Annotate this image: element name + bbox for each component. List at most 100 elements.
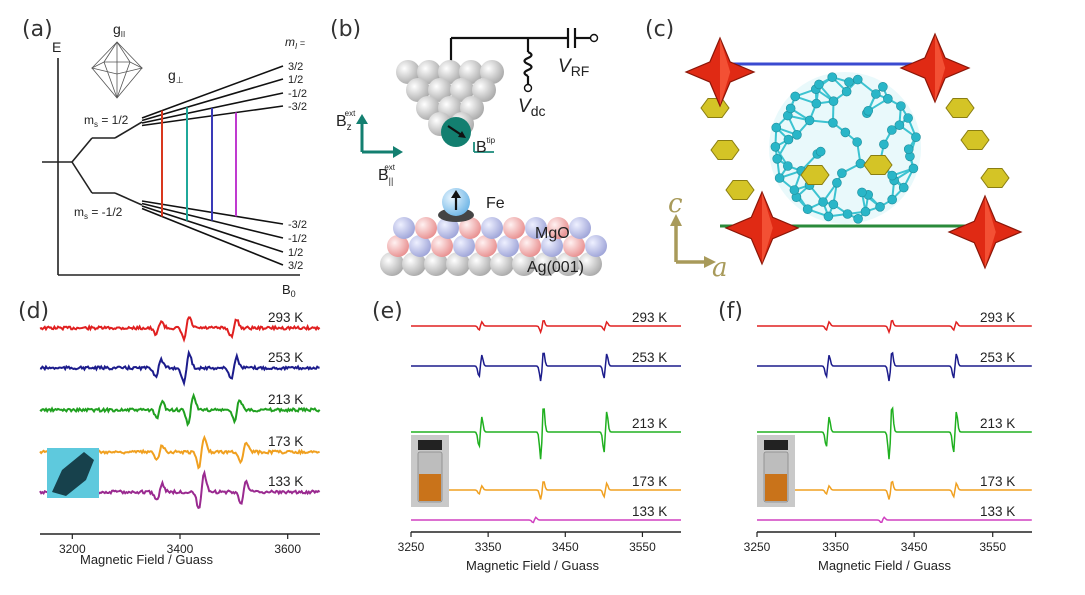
ag-atom [490,252,514,276]
mgo-atom [387,235,409,257]
upper-mi-labels: 3/21/2-1/2-3/2 [288,61,307,113]
mgo-atom [541,235,563,257]
circuit [449,28,590,84]
cage-atom [875,202,885,212]
upper-mi-value: -1/2 [288,88,307,100]
tip-atom [428,78,452,102]
ligand-hexagon [710,139,740,161]
x-tick-label: 3200 [59,542,86,556]
mgo-atom [547,217,569,239]
cage-atom [790,91,800,102]
ag-atom [556,252,580,276]
ag-label: Ag(001) [527,259,584,276]
cage-atom [837,168,847,178]
panel-c: (c) c a [645,17,1023,283]
cage-atom [814,79,824,90]
mgo-atom [453,235,475,257]
cage-atom [894,120,905,130]
panel-e-label: (e) [372,299,403,324]
ag-atom [468,252,492,276]
chart-f-xlabel: Magnetic Field / Guass [818,558,951,573]
cage-atom [853,214,863,224]
ligand-hexagon [800,164,830,186]
cage-atom [883,94,893,104]
ag-atom [512,252,536,276]
tip-atom [438,60,462,84]
mgo-atom [415,217,437,239]
lower-mi-value: 1/2 [288,247,303,259]
cage-atom [855,158,866,169]
epr-transitions [161,107,237,221]
spectrum-line [39,392,321,428]
cage-atom [804,115,815,126]
mgo-atom [563,235,585,257]
ligand-hexagon [960,129,990,151]
crystal-photo [47,448,99,498]
spectrum-line [411,408,681,460]
series-label: 253 K [632,350,667,365]
g-perp-label: g⊥ [168,67,184,85]
cage-atom [844,77,854,87]
crystal-axes [674,222,708,264]
cage-atom [828,199,839,210]
mgo-atom [437,217,459,239]
bext-axes [360,122,395,154]
cage-atom [802,204,813,214]
mgo-label: MgO [535,225,570,242]
mgo-atom [431,235,453,257]
panel-c-label: (c) [645,17,674,42]
lower-mi-value: -1/2 [288,233,307,245]
x-tick-label: 3400 [167,542,194,556]
cage-atom [840,127,851,138]
tip-atom [480,60,504,84]
cage-atom [841,86,852,97]
spectrum-line [411,481,681,500]
stm-tip [396,60,504,136]
cage-atom [871,89,881,99]
panel-a-label: (a) [22,17,53,42]
cage-atom [818,197,828,207]
spectrum-line [757,351,1032,382]
mgo-atom [519,235,541,257]
cage-atom [863,106,874,116]
cage-atom [908,163,919,174]
cage-atom [852,74,863,85]
c-axis-arrow-icon [670,214,682,226]
x-tick-label: 3550 [629,540,656,554]
cage-atom [852,137,862,147]
series-label: 293 K [632,310,667,325]
ag-atom [578,252,602,276]
cage-atom [887,125,897,135]
chart-e-xlabel: Magnetic Field / Guass [466,558,599,573]
ag-atom [446,252,470,276]
series-label: 173 K [632,474,667,489]
mgo-atom [503,217,525,239]
cage-atom [832,178,842,188]
cage-atom [770,142,781,152]
cage-atom [842,209,853,219]
cage-atom [911,132,921,142]
x-tick-label: 3600 [274,542,301,556]
ligand-hexagon [980,167,1010,189]
upper-mi-value: -3/2 [288,101,307,113]
lower-mi-value: 3/2 [288,260,303,272]
spectrum-line [411,320,681,335]
ligand-hexagon [700,97,730,119]
ag-atom [380,252,404,276]
fe-label: Fe [486,195,505,212]
spectrum-line [757,319,1032,335]
spectrum-line [411,352,681,382]
cage-atom [783,134,794,145]
axis-e-label: E [52,39,61,55]
bz-arrow-icon [356,114,368,124]
x-tick-label: 3450 [552,540,579,554]
series-label: 173 K [268,434,303,449]
tip-atom [472,78,496,102]
vial-photo-e [411,435,449,507]
series-label: 253 K [268,350,303,365]
polyhedron-facet [935,34,946,102]
polyhedron-facet [720,38,731,106]
